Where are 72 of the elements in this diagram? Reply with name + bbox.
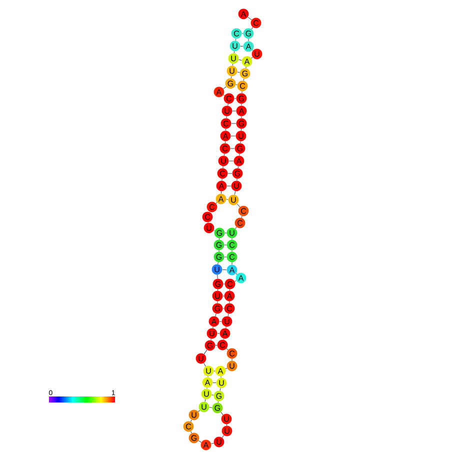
base-pair-line [209,407,212,408]
base-pair-line [232,110,236,112]
backbone-line [229,301,230,304]
backbone-line [243,78,244,81]
base-pair-line [212,382,216,384]
backbone-line [241,104,242,106]
backbone-line [217,274,218,279]
base-pair-line [230,148,235,149]
backbone-line [204,399,206,402]
base-pair-line [224,244,227,246]
backbone-line [215,313,216,317]
base-pair-line [219,321,222,322]
backbone-line [218,250,220,252]
backbone-line [234,191,236,195]
base-pair-line [224,232,227,234]
backbone-line [248,16,252,20]
backbone-line [236,178,238,181]
backbone-line [226,348,228,350]
backbone-line [232,64,234,66]
backbone-line [220,412,224,416]
backbone-line [220,388,221,391]
backbone-line [198,440,202,443]
backbone-line [248,38,249,42]
backbone-line [225,368,228,370]
backbone-line [228,314,229,316]
backbone-line [222,435,224,438]
backbone-line [234,280,236,282]
backbone-line [240,141,241,144]
backbone-line [238,166,239,168]
backbone-line [222,166,224,168]
base-pair-line [224,256,227,258]
backbone-line [236,273,238,275]
base-pair-line [214,370,216,372]
backbone-line [211,442,214,444]
base-pair-line [226,199,228,200]
backbone-line [224,154,225,156]
base-pair-line [228,160,234,162]
backbone-line [204,362,206,367]
base-pair-line [234,98,236,99]
backbone-line [198,410,200,412]
backbone-line [204,350,208,354]
base-pair-line [236,84,238,86]
backbone-line [220,376,222,378]
base-pair-line [237,72,240,73]
base-pair-line [212,394,214,396]
base-pair-line [242,33,244,34]
backbone-line [239,154,240,156]
backbone-line [216,202,218,204]
base-pair-line [228,173,232,174]
backbone-line [235,38,236,41]
base-pair-line [222,308,224,309]
backbone-line [210,338,212,340]
backbone-line [220,191,222,194]
backbone-line [223,86,226,90]
backbone-line [241,216,242,218]
backbone-line [234,51,235,54]
backbone-line [190,431,192,434]
base-pair-line [231,123,236,124]
backbone-line [190,420,192,422]
backbone-line [241,116,242,118]
backbone-line [217,301,218,304]
backbone-line [226,116,227,118]
base-pair-line [238,59,242,61]
backbone-line [218,401,219,403]
backbone-line [236,204,240,208]
backbone-line [212,326,214,328]
backbone-line [230,76,232,78]
backbone-line [251,56,253,58]
base-pair-line [217,333,220,334]
backbone-line [251,27,254,30]
base-pair-line [222,269,227,270]
backbone-line [235,226,237,230]
